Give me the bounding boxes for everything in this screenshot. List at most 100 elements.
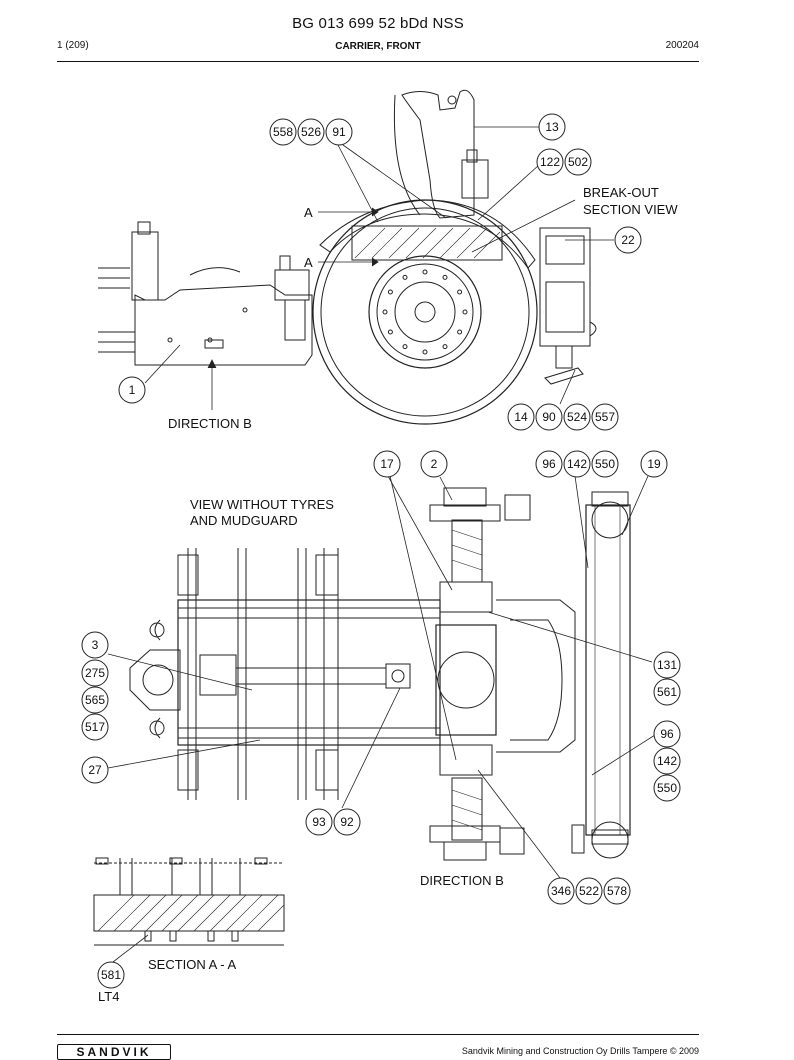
wheel-bolt [442, 344, 448, 350]
footer-rule [57, 1034, 699, 1035]
callout-93-text: 93 [312, 815, 326, 829]
page-number: 1 (209) [57, 40, 89, 51]
callout-93: 93 [305, 808, 333, 836]
callout-17-text: 17 [380, 457, 394, 471]
breakout-label-line1: BREAK-OUT [583, 185, 659, 200]
wheel-bolt [457, 289, 463, 295]
wheel-bolt [402, 344, 408, 350]
callout-550-top-text: 550 [595, 457, 615, 471]
callout-557: 557 [591, 403, 619, 431]
callout-524: 524 [563, 403, 591, 431]
callout-1: 1 [118, 376, 146, 404]
callout-561-text: 561 [657, 685, 677, 699]
callout-17: 17 [373, 450, 401, 478]
wheel-bolt [387, 329, 393, 335]
callout-522: 522 [575, 877, 603, 905]
callout-27-text: 27 [88, 763, 102, 777]
callout-13-text: 13 [545, 120, 559, 134]
callout-3-text: 3 [92, 638, 99, 652]
callout-142-bottom: 142 [653, 747, 681, 775]
callout-561: 561 [653, 678, 681, 706]
callout-557-text: 557 [595, 410, 615, 424]
callout-275: 275 [81, 659, 109, 687]
callout-502: 502 [564, 148, 592, 176]
leader-lines [107, 126, 656, 963]
wheel-bolt [382, 309, 388, 315]
callout-565: 565 [81, 686, 109, 714]
callout-14: 14 [507, 403, 535, 431]
callout-122-text: 122 [540, 155, 560, 169]
callout-bubbles: 558 526 91 13 122 502 22 1 14 90 524 557… [81, 113, 681, 989]
header-rule [57, 61, 699, 62]
callout-502-text: 502 [568, 155, 588, 169]
breakout-label-line2: SECTION VIEW [583, 202, 678, 217]
callout-142-bottom-text: 142 [657, 754, 677, 768]
callout-131: 131 [653, 651, 681, 679]
callout-96-top: 96 [535, 450, 563, 478]
callout-275-text: 275 [85, 666, 105, 680]
callout-550-bottom: 550 [653, 774, 681, 802]
side-view [98, 89, 597, 425]
wheel-bolt [457, 329, 463, 335]
callout-19-text: 19 [647, 457, 661, 471]
callout-526-text: 526 [301, 125, 321, 139]
callout-578-text: 578 [607, 884, 627, 898]
section-title: CARRIER, FRONT [335, 41, 421, 52]
section-a-lower-label: A [304, 255, 313, 270]
callout-565-text: 565 [85, 693, 105, 707]
callout-131-text: 131 [657, 658, 677, 672]
callout-92-text: 92 [340, 815, 354, 829]
section-a-upper-label: A [304, 205, 313, 220]
callout-522-text: 522 [579, 884, 599, 898]
callout-22: 22 [614, 226, 642, 254]
callout-96-bottom-text: 96 [660, 727, 674, 741]
lt4-label: LT4 [98, 989, 119, 1004]
callout-142-top: 142 [563, 450, 591, 478]
wheel-bolt [462, 309, 468, 315]
callout-1-text: 1 [129, 383, 136, 397]
callout-96-bottom: 96 [653, 720, 681, 748]
callout-550-bottom-text: 550 [657, 781, 677, 795]
callout-22-text: 22 [621, 233, 635, 247]
callout-91-text: 91 [332, 125, 346, 139]
callout-346-text: 346 [551, 884, 571, 898]
callout-122: 122 [536, 148, 564, 176]
callout-19: 19 [640, 450, 668, 478]
document-date: 200204 [665, 40, 699, 51]
sandvik-logo: SANDVIK [57, 1044, 171, 1060]
wheel-bolt [442, 274, 448, 280]
callout-27: 27 [81, 756, 109, 784]
callout-13: 13 [538, 113, 566, 141]
callout-558: 558 [269, 118, 297, 146]
callout-517: 517 [81, 713, 109, 741]
callout-550-top: 550 [591, 450, 619, 478]
section-aa-label: SECTION A - A [148, 957, 236, 972]
section-aa [93, 857, 285, 946]
callout-581-text: 581 [101, 968, 121, 982]
callout-2: 2 [420, 450, 448, 478]
plan-view [129, 487, 631, 861]
wheel-bolt [422, 349, 428, 355]
wheel-bolt [387, 289, 393, 295]
callout-14-text: 14 [514, 410, 528, 424]
callout-142-top-text: 142 [567, 457, 587, 471]
document-title: BG 013 699 52 bDd NSS [292, 15, 464, 32]
callout-581: 581 [97, 961, 125, 989]
callout-578: 578 [603, 877, 631, 905]
callout-558-text: 558 [273, 125, 293, 139]
callout-346: 346 [547, 877, 575, 905]
callout-2-text: 2 [431, 457, 438, 471]
labels: A A BREAK-OUT SECTION VIEW DIRECTION B V… [98, 185, 678, 1004]
callout-3: 3 [81, 631, 109, 659]
callout-96-top-text: 96 [542, 457, 556, 471]
callout-517-text: 517 [85, 720, 105, 734]
wheel-bolt [402, 274, 408, 280]
callout-526: 526 [297, 118, 325, 146]
callout-92: 92 [333, 808, 361, 836]
callout-90: 90 [535, 403, 563, 431]
callout-90-text: 90 [542, 410, 556, 424]
callout-524-text: 524 [567, 410, 587, 424]
view-label-line1: VIEW WITHOUT TYRES [190, 497, 334, 512]
wheel-bolt [422, 269, 428, 275]
